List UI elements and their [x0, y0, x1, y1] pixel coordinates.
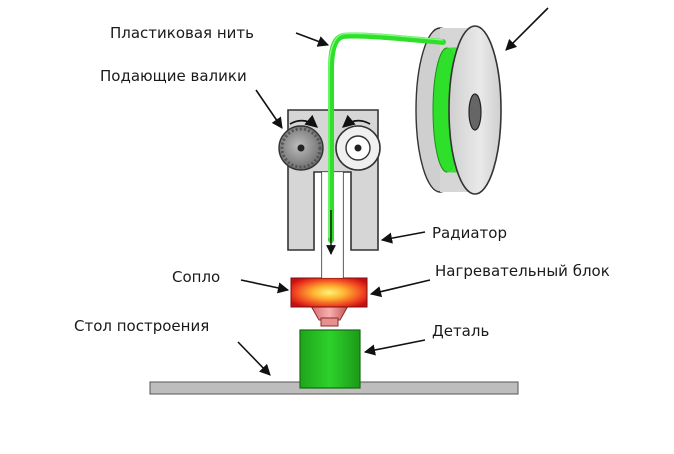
label-feed-rollers: Подающие валики: [100, 67, 247, 85]
label-filament: Пластиковая нить: [110, 24, 254, 42]
rollers-callout-arrow: [255, 89, 283, 129]
roller-right-rotation-arrow: [342, 114, 371, 128]
label-build-plate: Стол построения: [74, 317, 209, 335]
printed-part: [299, 329, 361, 389]
heater-callout-arrow: [369, 279, 431, 298]
filament-callout-arrow: [295, 32, 330, 47]
roller-left: [278, 125, 324, 171]
filament-strand: [328, 32, 446, 243]
label-part: Деталь: [432, 322, 489, 340]
plate-callout-arrow: [237, 341, 271, 376]
radiator-callout-arrow: [380, 231, 426, 244]
label-nozzle: Сопло: [172, 268, 220, 286]
heater-block: [290, 277, 368, 308]
spool-callout-arrow: [505, 7, 549, 51]
part-callout-arrow: [363, 339, 426, 356]
label-radiator: Радиатор: [432, 224, 507, 242]
filament-spool: [415, 25, 502, 195]
label-heater-block: Нагревательный блок: [435, 262, 610, 280]
roller-right: [335, 125, 381, 171]
roller-left-rotation-arrow: [289, 114, 318, 128]
filament-highlight: [328, 32, 444, 238]
nozzle-collar: [320, 317, 339, 327]
nozzle-callout-arrow: [240, 279, 290, 294]
